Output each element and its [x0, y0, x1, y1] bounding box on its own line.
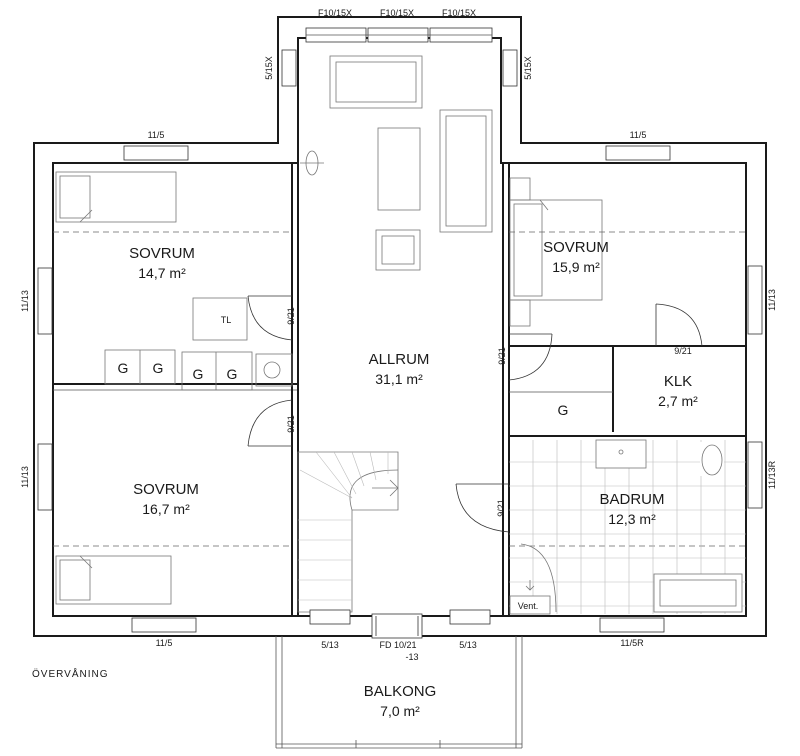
- room-name-badrum: BADRUM: [599, 491, 664, 508]
- window-label-f10-a: F10/15X: [318, 8, 352, 18]
- room-name-sovrum-bottom-left: SOVRUM: [133, 481, 199, 498]
- wardrobes-left: [104, 297, 293, 391]
- window-label-115-top-right: 11/5: [630, 130, 647, 140]
- room-name-klk: KLK: [664, 373, 692, 390]
- room-area-sovrum-right: 15,9 m²: [552, 259, 600, 275]
- door-label-921-d: 9/21: [674, 346, 692, 356]
- balcony: [275, 636, 523, 749]
- door-label-fd-2: -13: [405, 652, 418, 662]
- fixture-label-tl: TL: [221, 315, 232, 325]
- floor-caption: ÖVERVÅNING: [32, 667, 109, 680]
- room-area-balkong: 7,0 m²: [380, 703, 420, 719]
- door-sovrum-right[interactable]: [508, 333, 553, 381]
- fixture-label-g2: G: [153, 360, 164, 376]
- allrum-furniture: [300, 55, 493, 271]
- door-label-921-a: 9/21: [286, 307, 296, 325]
- fixture-label-vent: Vent.: [518, 601, 539, 611]
- stairs: [297, 451, 399, 613]
- interior-walls: [53, 163, 746, 616]
- balcony-door[interactable]: [371, 613, 423, 639]
- room-area-klk: 2,7 m²: [658, 393, 698, 409]
- fixture-label-g1: G: [118, 360, 129, 376]
- bed-bottom-left: [55, 555, 172, 605]
- outer-walls: [33, 16, 767, 637]
- bathroom-tiles: [509, 440, 746, 614]
- door-label-921-b: 9/21: [286, 415, 296, 433]
- room-area-badrum: 12,3 m²: [608, 511, 656, 527]
- room-area-sovrum-top-left: 14,7 m²: [138, 265, 186, 281]
- door-sovrum-bottom[interactable]: [247, 399, 293, 447]
- door-klk[interactable]: [655, 303, 703, 347]
- window-label-1113-right-1: 11/13: [767, 289, 777, 311]
- window-label-1113r-right-2: 11/13R: [767, 460, 777, 489]
- room-name-allrum: ALLRUM: [369, 351, 430, 368]
- fixture-label-g5: G: [558, 402, 569, 418]
- window-label-115-bottom-left: 11/5: [156, 638, 173, 648]
- fixture-label-g3: G: [193, 366, 204, 382]
- window-label-1113-left-1: 11/13: [20, 290, 30, 312]
- window-label-1113-left-2: 11/13: [20, 466, 30, 488]
- door-label-fd-1: FD 10/21: [379, 640, 416, 650]
- bed-top-left: [55, 171, 177, 223]
- window-label-513-b: 5/13: [459, 640, 477, 650]
- room-name-sovrum-right: SOVRUM: [543, 239, 609, 256]
- door-label-921-c: 9/21: [497, 347, 507, 365]
- window-label-f10-b: F10/15X: [380, 8, 414, 18]
- window-label-513-a: 5/13: [321, 640, 339, 650]
- room-name-balkong: BALKONG: [364, 683, 437, 700]
- room-area-sovrum-bottom-left: 16,7 m²: [142, 501, 190, 517]
- window-label-115-top-left: 11/5: [148, 130, 165, 140]
- door-badrum[interactable]: [455, 483, 510, 533]
- bed-right: [509, 177, 603, 327]
- window-label-115r-bottom-right: 11/5R: [620, 638, 644, 648]
- room-area-allrum: 31,1 m²: [375, 371, 423, 387]
- window-label-515-right: 5/15X: [523, 56, 533, 80]
- room-name-sovrum-top-left: SOVRUM: [129, 245, 195, 262]
- door-sovrum-top[interactable]: [247, 295, 293, 341]
- ceiling-fan-icon: [300, 150, 324, 176]
- window-label-f10-c: F10/15X: [442, 8, 476, 18]
- door-label-921-e: 9/21: [496, 499, 506, 517]
- fixture-label-g4: G: [227, 366, 238, 382]
- bathroom-fixtures: [509, 439, 743, 615]
- windows: [37, 27, 763, 633]
- window-label-515-left: 5/15X: [264, 56, 274, 80]
